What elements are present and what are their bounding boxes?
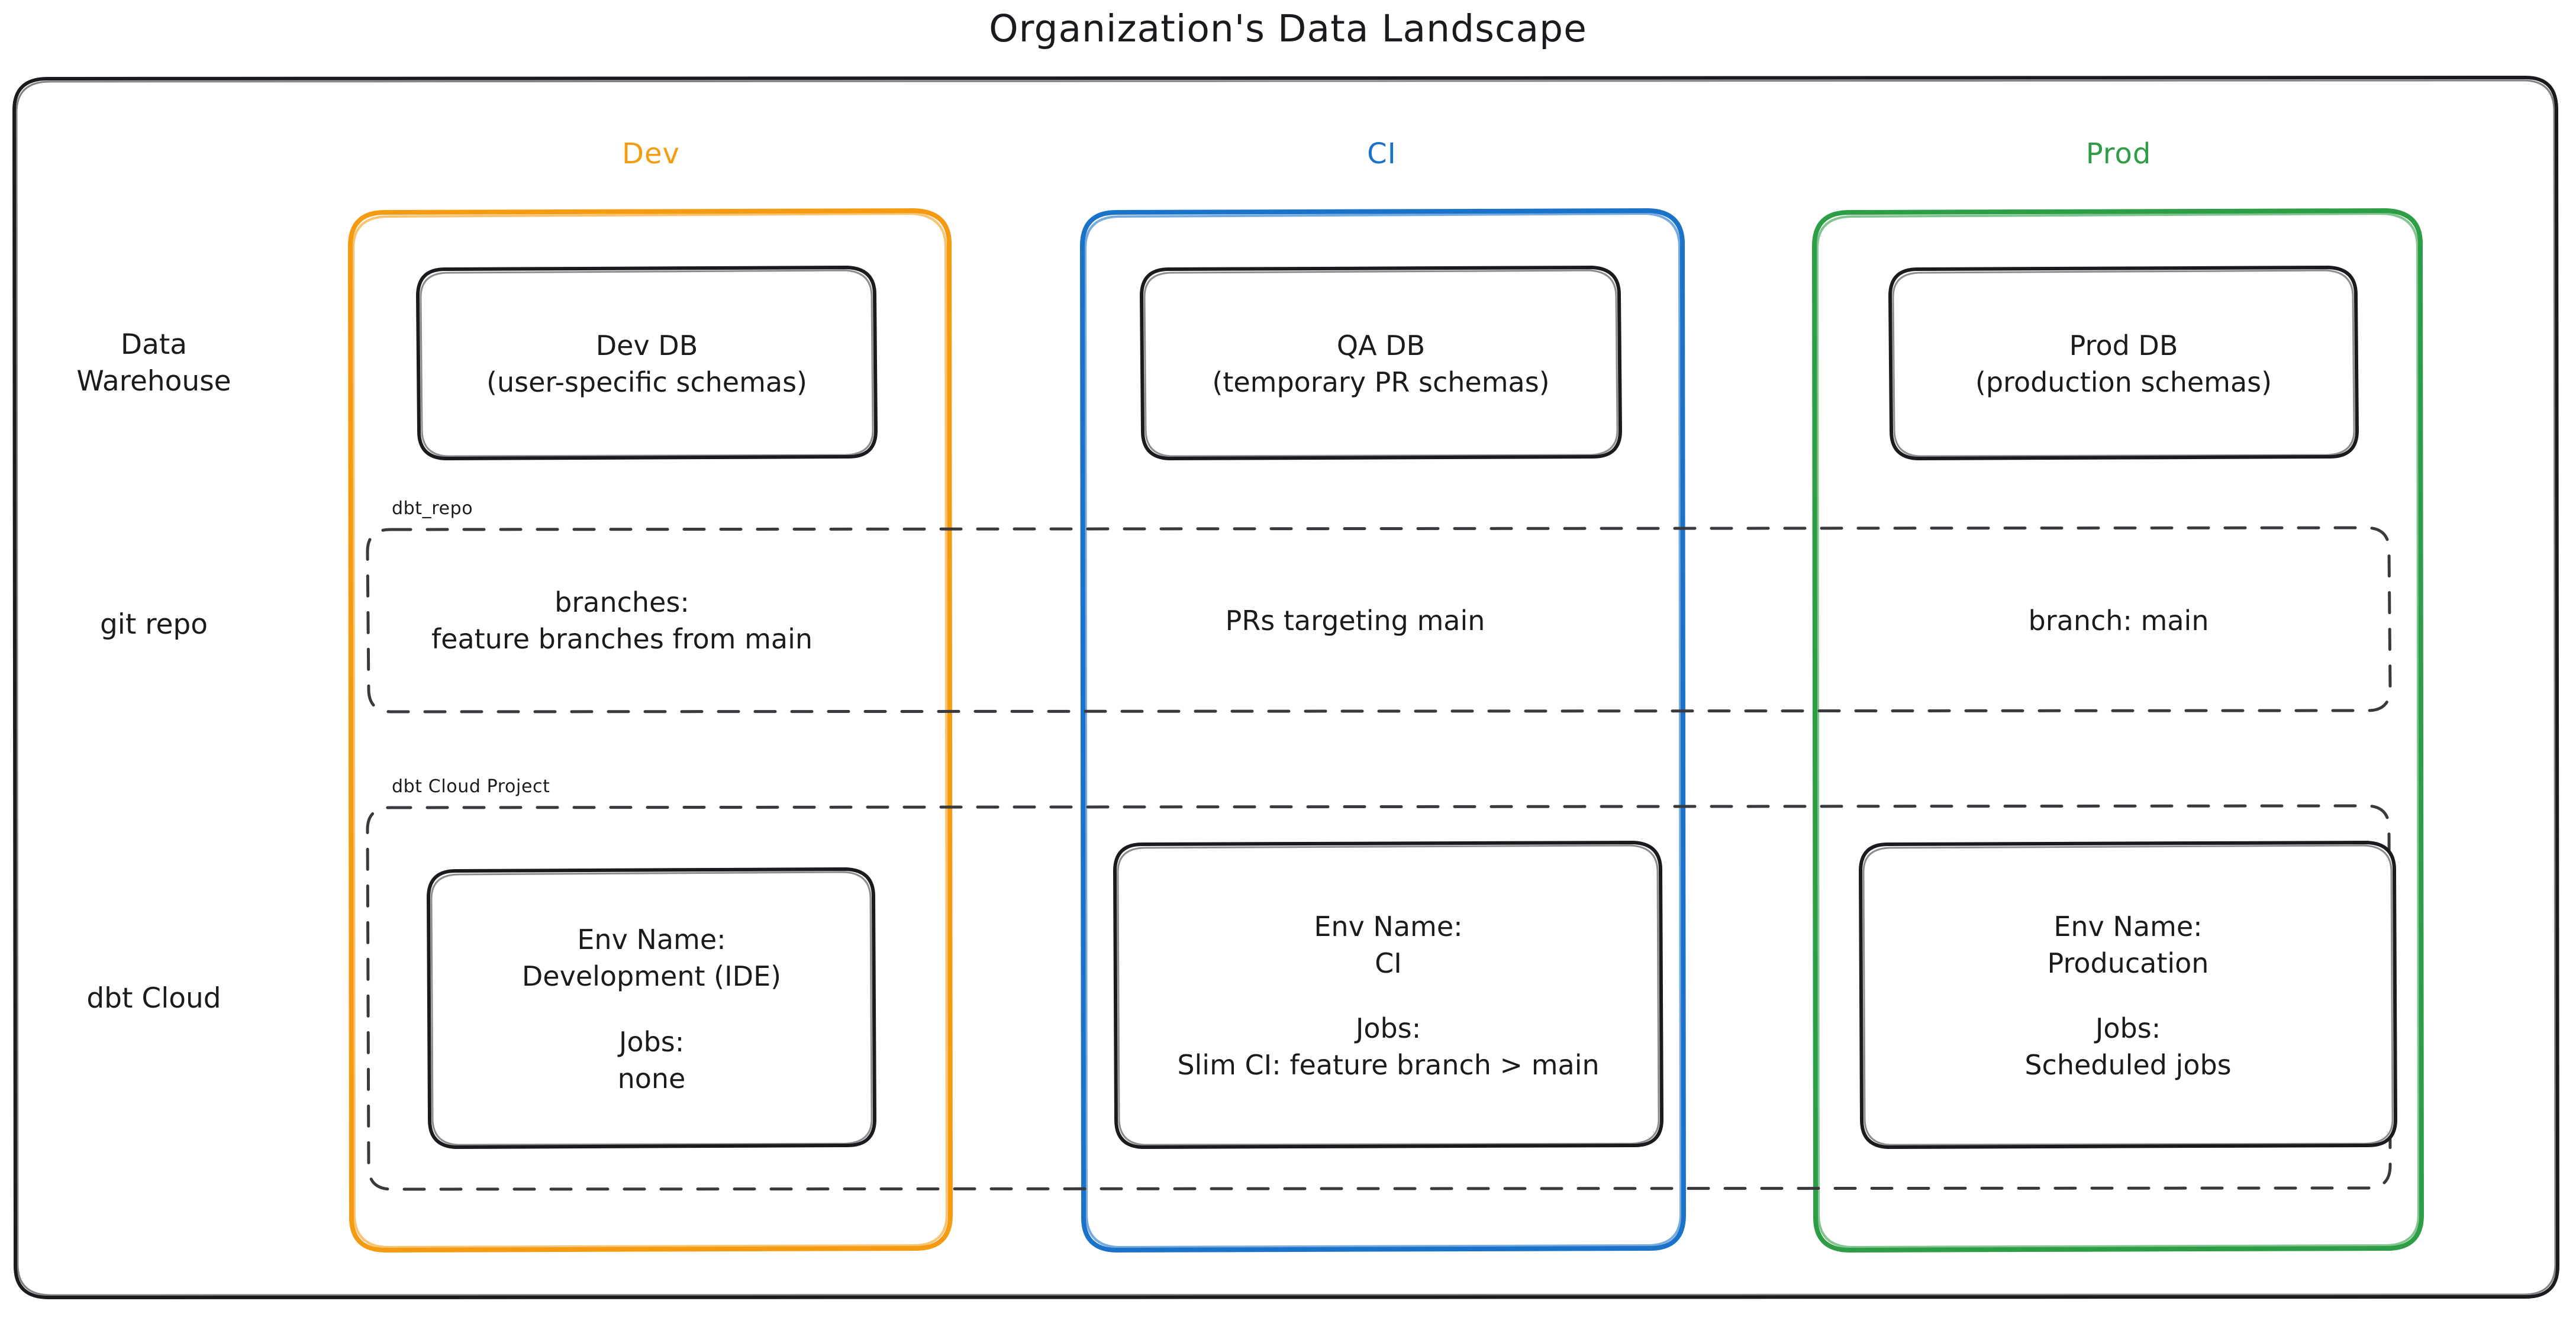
node-ci-jobs-label: Jobs:: [1355, 1012, 1421, 1044]
node-prod-jobs-label: Jobs:: [2095, 1012, 2161, 1044]
column-header-prod-label: Prod: [2085, 137, 2152, 170]
node-dev-jobs-value: none: [617, 1062, 686, 1095]
node-dev-env: Env Name: Development (IDE) Jobs: none: [428, 871, 875, 1147]
git-repo-dev: branches: feature branches from main: [367, 530, 876, 712]
row-label-dbt-cloud: dbt Cloud: [86, 982, 221, 1015]
git-repo-dev-line1: branches:: [554, 586, 689, 618]
node-ci-env: Env Name: CI Jobs: Slim CI: feature bran…: [1115, 844, 1662, 1147]
node-dev-env-label: Env Name:: [577, 924, 726, 956]
node-prod-env: Env Name: Producation Jobs: Scheduled jo…: [1861, 844, 2396, 1147]
group-caption-dbt-cloud-project: dbt Cloud Project: [392, 776, 550, 797]
node-ci-env-value: CI: [1375, 947, 1402, 979]
node-dev-db-title: Dev DB: [595, 329, 698, 361]
node-prod-jobs-value: Scheduled jobs: [2024, 1049, 2232, 1082]
node-qa-db: QA DB (temporary PR schemas): [1142, 269, 1620, 459]
node-ci-jobs-value: Slim CI: feature branch > main: [1177, 1049, 1600, 1082]
git-repo-prod-line1: branch: main: [2028, 604, 2209, 637]
column-header-prod: Prod: [1953, 137, 2284, 170]
column-header-dev: Dev: [485, 137, 817, 170]
node-dev-db: Dev DB (user-specific schemas): [418, 269, 876, 459]
node-ci-env-label: Env Name:: [1314, 910, 1463, 942]
node-dev-db-detail: (user-specific schemas): [486, 366, 807, 398]
row-label-data-warehouse: Data Warehouse: [76, 328, 231, 398]
node-prod-env-label: Env Name:: [2053, 910, 2203, 942]
column-header-dev-label: Dev: [622, 137, 680, 170]
node-dev-jobs-label: Jobs:: [618, 1025, 685, 1058]
git-repo-prod: branch: main: [1864, 530, 2373, 712]
row-label-git-repo: git repo: [99, 608, 208, 641]
node-prod-db-title: Prod DB: [2069, 329, 2178, 361]
git-repo-ci-line1: PRs targeting main: [1225, 604, 1485, 637]
node-dev-env-value: Development (IDE): [521, 960, 782, 993]
page-title: Organization's Data Landscape: [989, 7, 1587, 50]
node-qa-db-title: QA DB: [1336, 329, 1426, 361]
column-header-ci-label: CI: [1367, 137, 1397, 170]
git-repo-dev-line2: feature branches from main: [431, 623, 813, 655]
node-prod-env-value: Producation: [2047, 947, 2209, 979]
node-qa-db-detail: (temporary PR schemas): [1212, 366, 1550, 398]
node-prod-db: Prod DB (production schemas): [1890, 269, 2357, 459]
node-prod-db-detail: (production schemas): [1975, 366, 2272, 398]
git-repo-ci: PRs targeting main: [1101, 530, 1610, 712]
column-header-ci: CI: [1216, 137, 1547, 170]
group-caption-dbt-repo: dbt_repo: [392, 498, 473, 519]
